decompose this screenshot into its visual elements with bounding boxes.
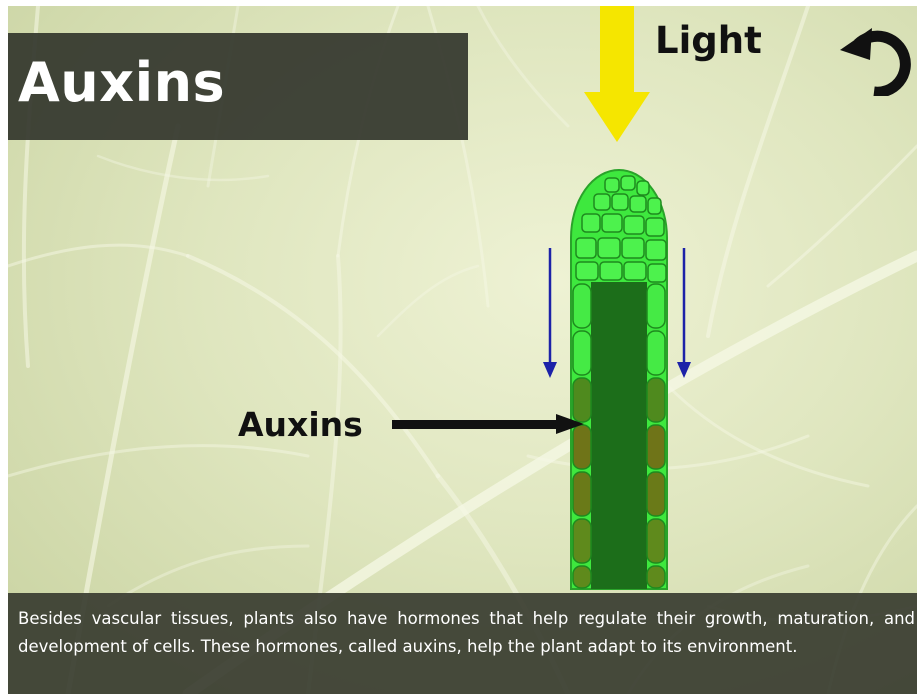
caption-bar: Besides vascular tissues, plants also ha… [8, 593, 917, 694]
right-flow-arrow [677, 248, 691, 378]
plant-shoot-diagram [8, 6, 917, 694]
light-arrow [584, 6, 650, 142]
left-flow-arrow [543, 248, 557, 378]
auxins-label: Auxins [238, 408, 363, 441]
vascular-core [591, 282, 647, 589]
scene: Auxins Light [8, 6, 917, 694]
auxins-pointer-arrow [392, 414, 584, 434]
caption-text: Besides vascular tissues, plants also ha… [18, 605, 915, 661]
